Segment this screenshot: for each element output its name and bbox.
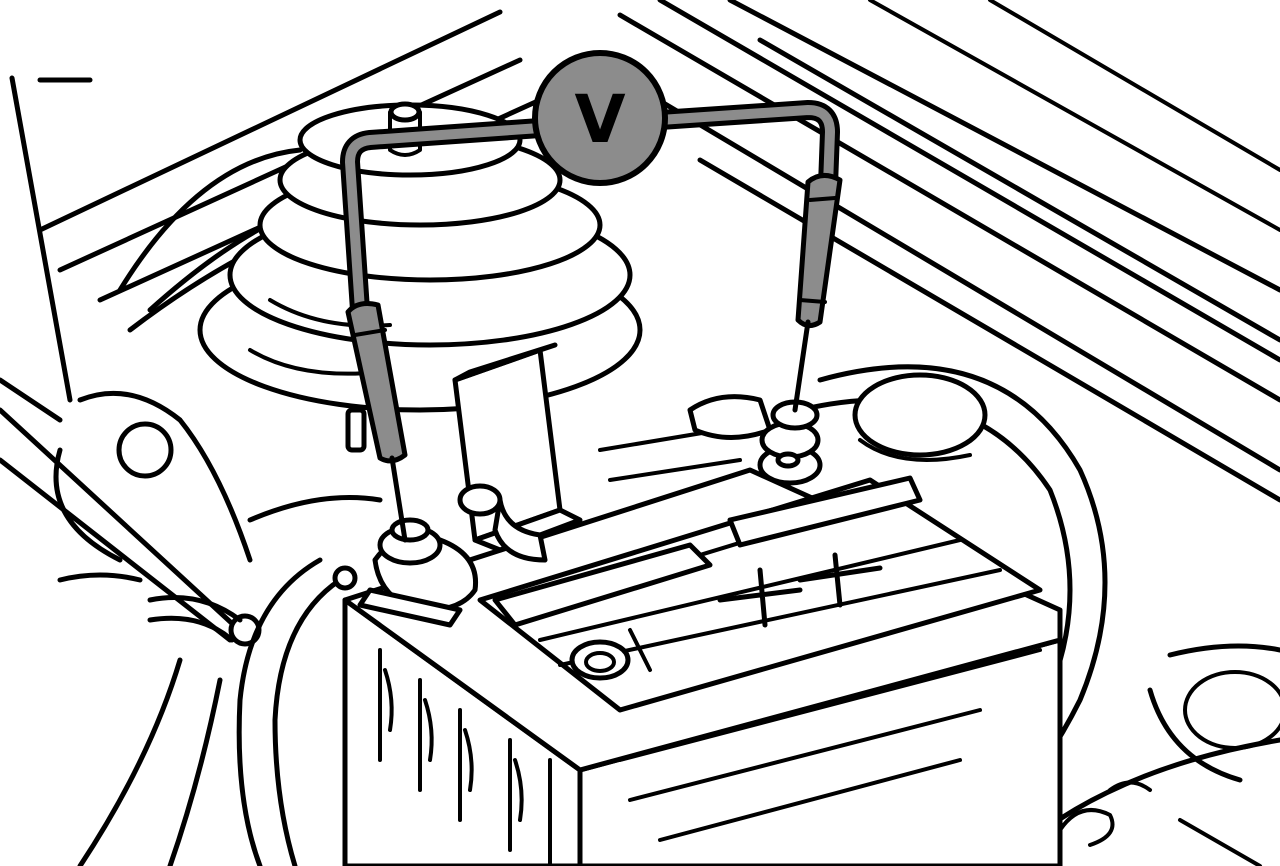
battery-hold-down-bracket <box>452 342 742 563</box>
voltmeter-symbol: V <box>574 81 625 158</box>
left-hoses <box>0 390 383 866</box>
positive-terminal <box>687 394 823 486</box>
battery <box>342 467 1063 866</box>
probe-negative <box>345 301 408 543</box>
voltmeter: V <box>532 50 668 186</box>
probe-positive <box>792 173 843 413</box>
voltmeter-dial <box>532 50 668 186</box>
negative-terminal <box>332 517 479 628</box>
right-hose <box>797 364 1108 866</box>
voltmeter-circuit: V <box>340 50 843 543</box>
